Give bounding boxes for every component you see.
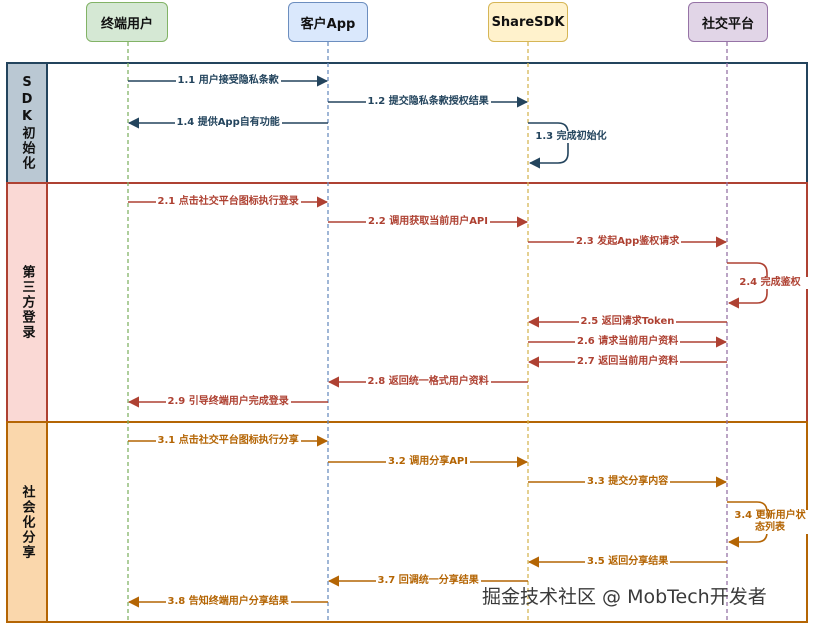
- actor-box-0: 终端用户: [86, 2, 168, 42]
- self-message-label-7: 2.4 完成鉴权: [731, 277, 809, 289]
- message-label-0: 1.1 用户接受隐私条款: [175, 75, 281, 87]
- lane-header-0: [6, 62, 48, 184]
- message-label-12: 2.9 引导终端用户完成登录: [165, 396, 291, 408]
- message-label-19: 3.8 告知终端用户分享结果: [165, 596, 291, 608]
- lifelines: [127, 42, 728, 622]
- message-label-13: 3.1 点击社交平台图标执行分享: [155, 435, 301, 447]
- lane-label-1: 第三方登录: [19, 265, 35, 340]
- message-label-6: 2.3 发起App鉴权请求: [574, 236, 682, 248]
- self-message-arrow-3: [528, 122, 569, 169]
- message-label-1: 1.2 提交隐私条款授权结果: [365, 96, 491, 108]
- message-label-18: 3.7 回调统一分享结果: [375, 575, 481, 587]
- lane-label-0: SDK初始化: [19, 75, 35, 171]
- message-label-17: 3.5 返回分享结果: [585, 556, 671, 568]
- message-label-5: 2.2 调用获取当前用户API: [366, 216, 490, 228]
- message-label-4: 2.1 点击社交平台图标执行登录: [155, 196, 301, 208]
- self-message-label-16: 3.4 更新用户状态列表: [731, 510, 809, 534]
- actor-box-3: 社交平台: [688, 2, 768, 42]
- message-label-9: 2.6 请求当前用户资料: [575, 336, 681, 348]
- message-label-11: 2.8 返回统一格式用户资料: [365, 376, 491, 388]
- actor-box-1: 客户App: [288, 2, 368, 42]
- message-label-15: 3.3 提交分享内容: [585, 476, 671, 488]
- swimlanes: [6, 62, 808, 623]
- lane-header-2: [6, 421, 48, 623]
- self-message-label-3: 1.3 完成初始化: [532, 131, 610, 143]
- message-label-8: 2.5 返回请求Token: [578, 316, 677, 328]
- watermark-text: 掘金技术社区 @ MobTech开发者: [482, 586, 767, 608]
- message-label-10: 2.7 返回当前用户资料: [575, 356, 681, 368]
- message-label-2: 1.4 提供App自有功能: [174, 117, 282, 129]
- actor-box-2: ShareSDK: [488, 2, 568, 42]
- message-label-14: 3.2 调用分享API: [386, 456, 470, 468]
- lane-label-2: 社会化分享: [19, 484, 35, 560]
